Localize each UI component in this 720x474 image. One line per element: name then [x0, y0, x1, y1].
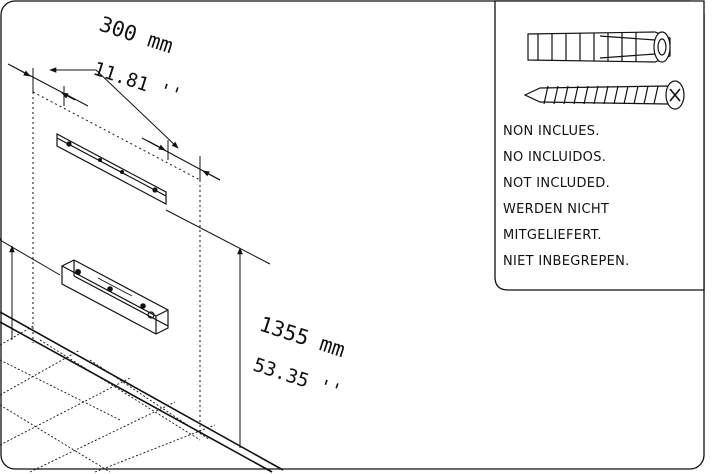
note-line-de-1: WERDEN NICHT [503, 202, 609, 217]
note-line-fr: NON INCLUES. [503, 124, 600, 139]
mounting-guide [32, 91, 201, 432]
note-line-es: NO INCLUIDOS. [503, 150, 606, 165]
screw-icon [523, 80, 685, 110]
wall-floor-lines [0, 239, 284, 473]
not-included-panel: NON INCLUES. NO INCLUIDOS. NOT INCLUDED.… [494, 0, 705, 291]
width-mm-label: 300 mm [96, 12, 176, 58]
width-inch-label: 11.81 '' [90, 58, 184, 107]
note-line-nl: NIET INBEGREPEN. [503, 254, 630, 269]
height-dimension [0, 209, 271, 448]
height-inch-label: 53.35 '' [250, 354, 344, 403]
note-line-de-2: MITGELIEFERT. [503, 228, 602, 243]
upper-mounting-bracket [56, 133, 167, 205]
wall-plug-icon [527, 31, 671, 63]
width-dimension [7, 63, 221, 181]
note-line-en: NOT INCLUDED. [503, 176, 610, 191]
lower-mounting-bracket [61, 259, 169, 335]
height-mm-label: 1355 mm [256, 312, 348, 362]
floor-tiles [0, 324, 216, 473]
